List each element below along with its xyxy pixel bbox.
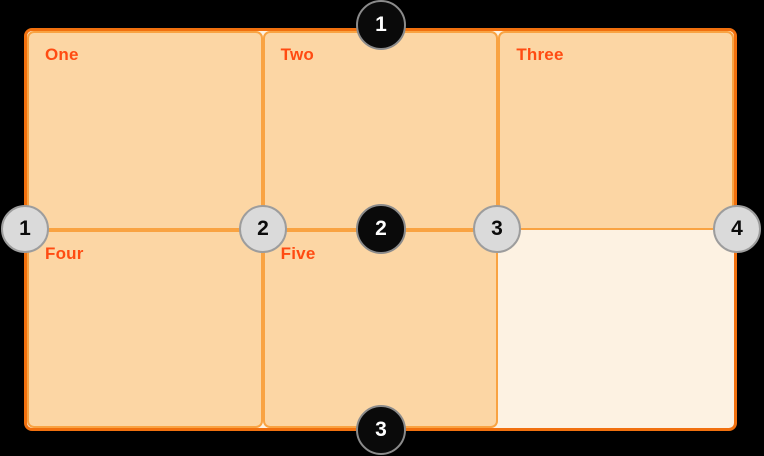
cell-label-two: Two [280,45,314,64]
grid-container: One Two Three Four Five [24,28,737,431]
row-line-marker-1: 1 [356,0,406,50]
row-line-marker-3: 3 [356,405,406,455]
grid-cell-two: Two [262,31,499,230]
grid-cell-four: Four [27,229,263,428]
column-line-marker-3: 3 [473,205,521,253]
grid-cell-five: Five [262,229,499,428]
grid-cell-three: Three [498,31,734,230]
column-line-marker-4: 4 [713,205,761,253]
row-line-marker-2: 2 [356,204,406,254]
cell-label-five: Five [280,243,316,263]
grid-cell-empty [498,230,734,429]
cell-label-three: Three [516,45,564,64]
cell-label-one: One [45,45,79,64]
cell-label-four: Four [45,243,84,263]
grid-cell-one: One [27,31,263,230]
column-line-marker-1: 1 [1,205,49,253]
column-line-marker-2: 2 [239,205,287,253]
